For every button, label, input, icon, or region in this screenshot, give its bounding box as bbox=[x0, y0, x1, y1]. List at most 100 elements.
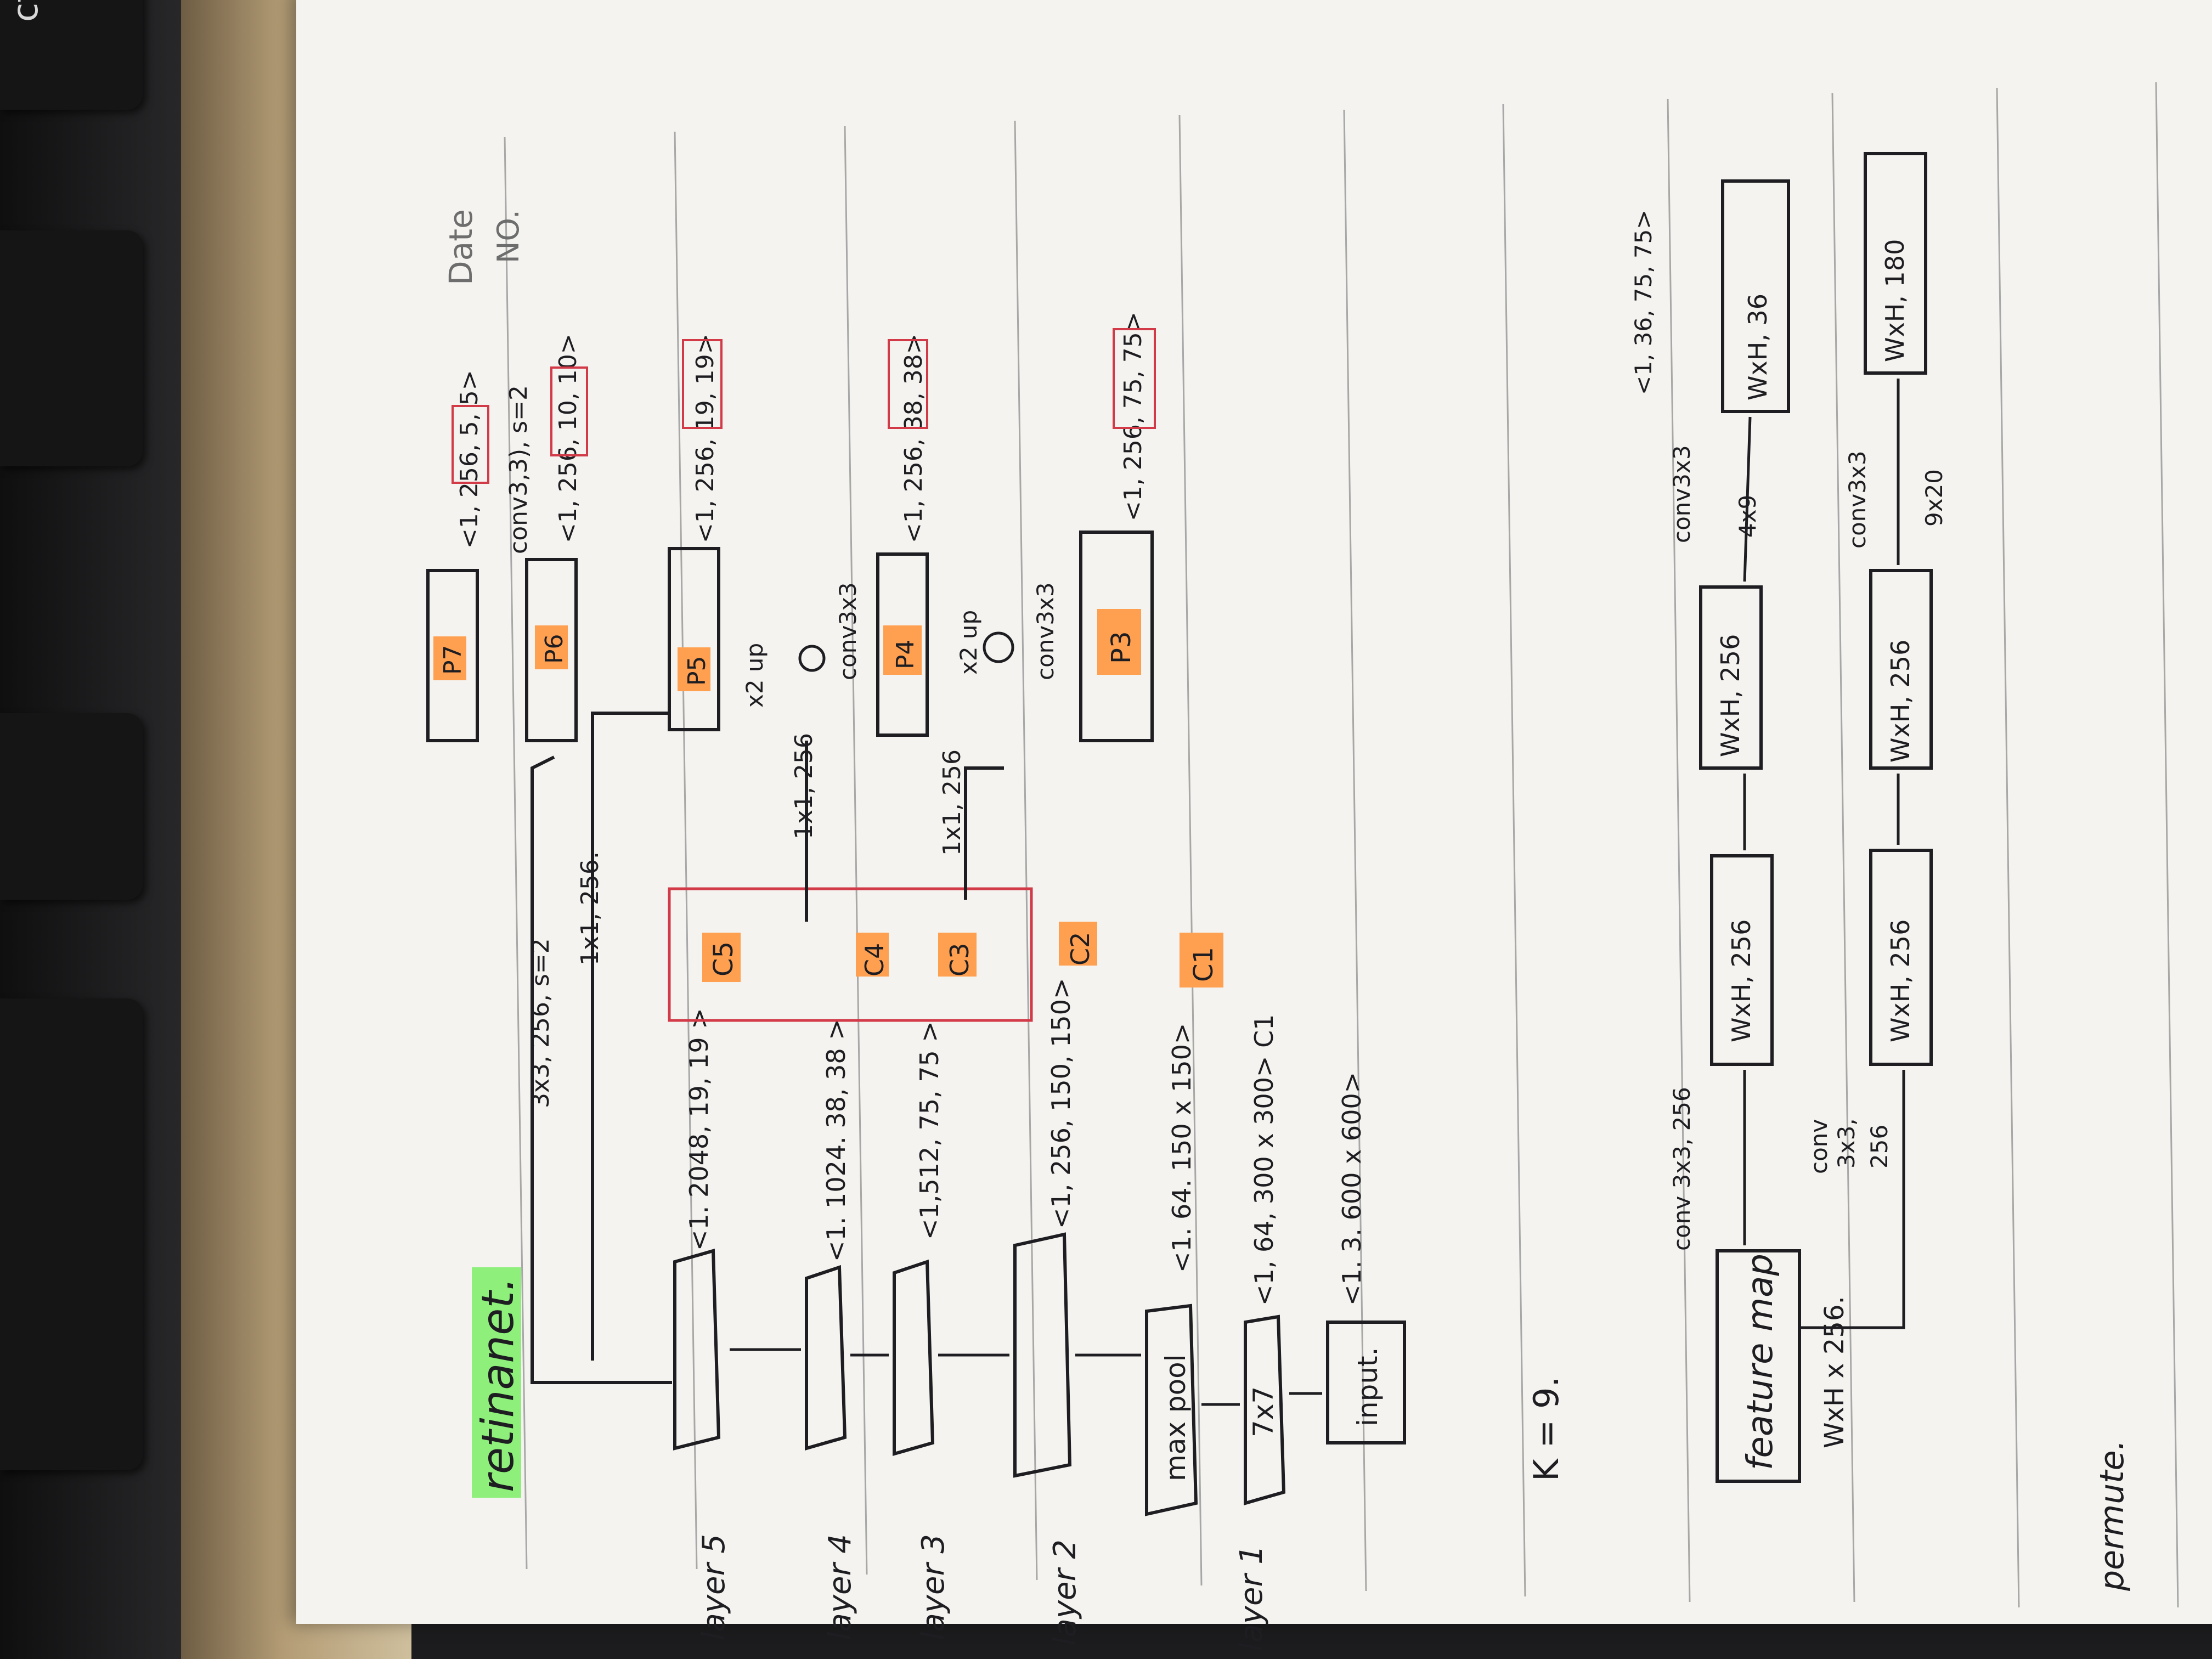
p3-shape: <1, 256, 75, 75> bbox=[1119, 312, 1147, 521]
conv3x3-b: conv3x3 bbox=[1032, 582, 1059, 680]
cls-out-box bbox=[1721, 179, 1790, 413]
p7-highlight bbox=[433, 636, 466, 680]
ruled-lines bbox=[504, 82, 2179, 1608]
layer5-block bbox=[673, 1249, 721, 1451]
x2-up-a: x2 up bbox=[741, 643, 768, 708]
c5-to-p5-path bbox=[591, 712, 669, 1361]
c1-tag: C1 bbox=[1188, 947, 1219, 982]
conv3x3-a: conv3x3 bbox=[834, 582, 861, 680]
p3-box bbox=[1079, 531, 1154, 742]
cls-out-label: WxH, 36 bbox=[1743, 294, 1773, 400]
conv1-shape: <1, 64, 300 x 300> C1 bbox=[1249, 1014, 1279, 1306]
p6-size-box bbox=[550, 366, 588, 456]
maxpool-shape: <1. 64. 150 x 150> bbox=[1167, 1023, 1197, 1273]
title-highlight bbox=[472, 1267, 521, 1498]
reg-mult-label: 9x20 bbox=[1921, 469, 1948, 527]
c1-highlight bbox=[1180, 933, 1223, 988]
c3-tag: C3 bbox=[945, 943, 974, 977]
p5-label: P5 bbox=[683, 656, 711, 686]
permute-label: permute. bbox=[2093, 1440, 2131, 1592]
arrow bbox=[1799, 1070, 1905, 1329]
p5-box bbox=[668, 547, 720, 731]
layer5-shape: <1. 2048, 19, 19 > bbox=[684, 1008, 714, 1251]
c5-to-p6-path bbox=[531, 755, 672, 1384]
p3-size-box bbox=[1113, 328, 1156, 429]
reg-box-a bbox=[1869, 849, 1933, 1066]
p4-shape: <1, 256, 38, 38> bbox=[900, 334, 928, 543]
arrow bbox=[1743, 416, 1752, 582]
c5-tag: C5 bbox=[708, 941, 739, 977]
feature-map-label: feature map bbox=[1740, 1254, 1781, 1470]
layer4-shape: <1. 1024. 38, 38 > bbox=[821, 1019, 851, 1262]
no-label: NO. bbox=[491, 210, 526, 263]
lateral-c5-label: 1x1, 256. bbox=[576, 851, 604, 966]
ctrl-key: ctrl bbox=[0, 0, 143, 110]
layer4-label: layer 4 bbox=[822, 1534, 858, 1640]
c5-highlight bbox=[702, 933, 741, 982]
p6-label: P6 bbox=[540, 634, 568, 664]
input-shape: <1. 3. 600 x 600> bbox=[1337, 1072, 1367, 1306]
layer2-label: layer 2 bbox=[1047, 1539, 1083, 1646]
merge-plus-icon bbox=[798, 645, 826, 672]
box-b-label: WxH, 256 bbox=[1716, 634, 1745, 757]
conv-bottom-label: 256 bbox=[1866, 1125, 1893, 1169]
p7-box bbox=[426, 569, 479, 742]
c3-c5-red-box bbox=[668, 887, 1033, 1022]
lateral-c3-label: 1x1, 256 bbox=[938, 749, 966, 856]
k-value: K = 9. bbox=[1526, 1376, 1566, 1481]
c2-tag: C2 bbox=[1065, 932, 1095, 966]
layer2-shape: <1, 256, 150, 150> bbox=[1046, 978, 1076, 1229]
maxpool-block bbox=[1145, 1304, 1198, 1516]
merge-plus-icon bbox=[983, 631, 1014, 663]
p3-label: P3 bbox=[1106, 631, 1137, 664]
p6-highlight bbox=[535, 625, 568, 669]
conv7x7-block bbox=[1244, 1314, 1286, 1505]
date-label: Date bbox=[442, 209, 479, 285]
p7-size-box bbox=[452, 405, 489, 484]
maxpool-label: max pool bbox=[1160, 1354, 1192, 1481]
p6-box bbox=[525, 558, 578, 742]
box-d-label: WxH, 256 bbox=[1886, 640, 1915, 763]
p5-size-box bbox=[682, 339, 723, 429]
c3-lateral-path bbox=[964, 766, 1004, 900]
keyboard-key bbox=[0, 998, 143, 1470]
cls-box-a bbox=[1710, 854, 1774, 1066]
conv-s2-label: 3x3, 256, s=2 bbox=[527, 938, 555, 1108]
c2-highlight bbox=[1059, 922, 1097, 966]
reg-conv-label: conv3x3 bbox=[1844, 450, 1871, 549]
input-block-label: input. bbox=[1352, 1347, 1384, 1426]
layer2-block bbox=[1013, 1232, 1072, 1478]
lateral-c4-label: 1x1, 256 bbox=[790, 733, 818, 839]
reg-box-b bbox=[1869, 569, 1933, 770]
p4-box bbox=[876, 552, 929, 737]
p7-conv-label: conv3,3), s=2 bbox=[505, 385, 533, 554]
cls-conv-label: conv3x3 bbox=[1668, 445, 1695, 543]
layer3-block bbox=[893, 1259, 935, 1456]
notebook-page bbox=[296, 0, 2212, 1624]
layer1-label: layer 1 bbox=[1234, 1545, 1269, 1651]
p4-highlight bbox=[883, 625, 922, 675]
c4-highlight bbox=[856, 933, 889, 977]
p7-label: P7 bbox=[439, 645, 467, 675]
cls-shape-label: <1, 36, 75, 75> bbox=[1630, 210, 1657, 395]
p6-shape: <1, 256, 10, 10> bbox=[554, 334, 582, 543]
box-a-label: WxH, 256 bbox=[1726, 919, 1756, 1042]
p5-shape: <1, 256, 19, 19> bbox=[691, 334, 719, 543]
conv-top-label: conv 3x3, 256 bbox=[1668, 1087, 1695, 1251]
conv7x7-label: 7x7 bbox=[1248, 1386, 1279, 1437]
cls-box-b bbox=[1699, 585, 1763, 770]
layer3-label: layer 3 bbox=[916, 1534, 951, 1640]
box-c-label: WxH, 256 bbox=[1886, 919, 1915, 1042]
title: retinanet. bbox=[472, 1277, 523, 1492]
feature-map-box bbox=[1716, 1249, 1801, 1483]
x2-up-b: x2 up bbox=[955, 610, 982, 675]
input-block bbox=[1326, 1321, 1406, 1444]
keyboard-key bbox=[0, 230, 143, 466]
p4-label: P4 bbox=[891, 639, 919, 669]
c3-highlight bbox=[938, 933, 977, 977]
conv-bottom-label: 3x3, bbox=[1833, 1118, 1860, 1169]
p5-highlight bbox=[678, 647, 710, 691]
reg-out-label: WxH, 180 bbox=[1880, 239, 1910, 362]
